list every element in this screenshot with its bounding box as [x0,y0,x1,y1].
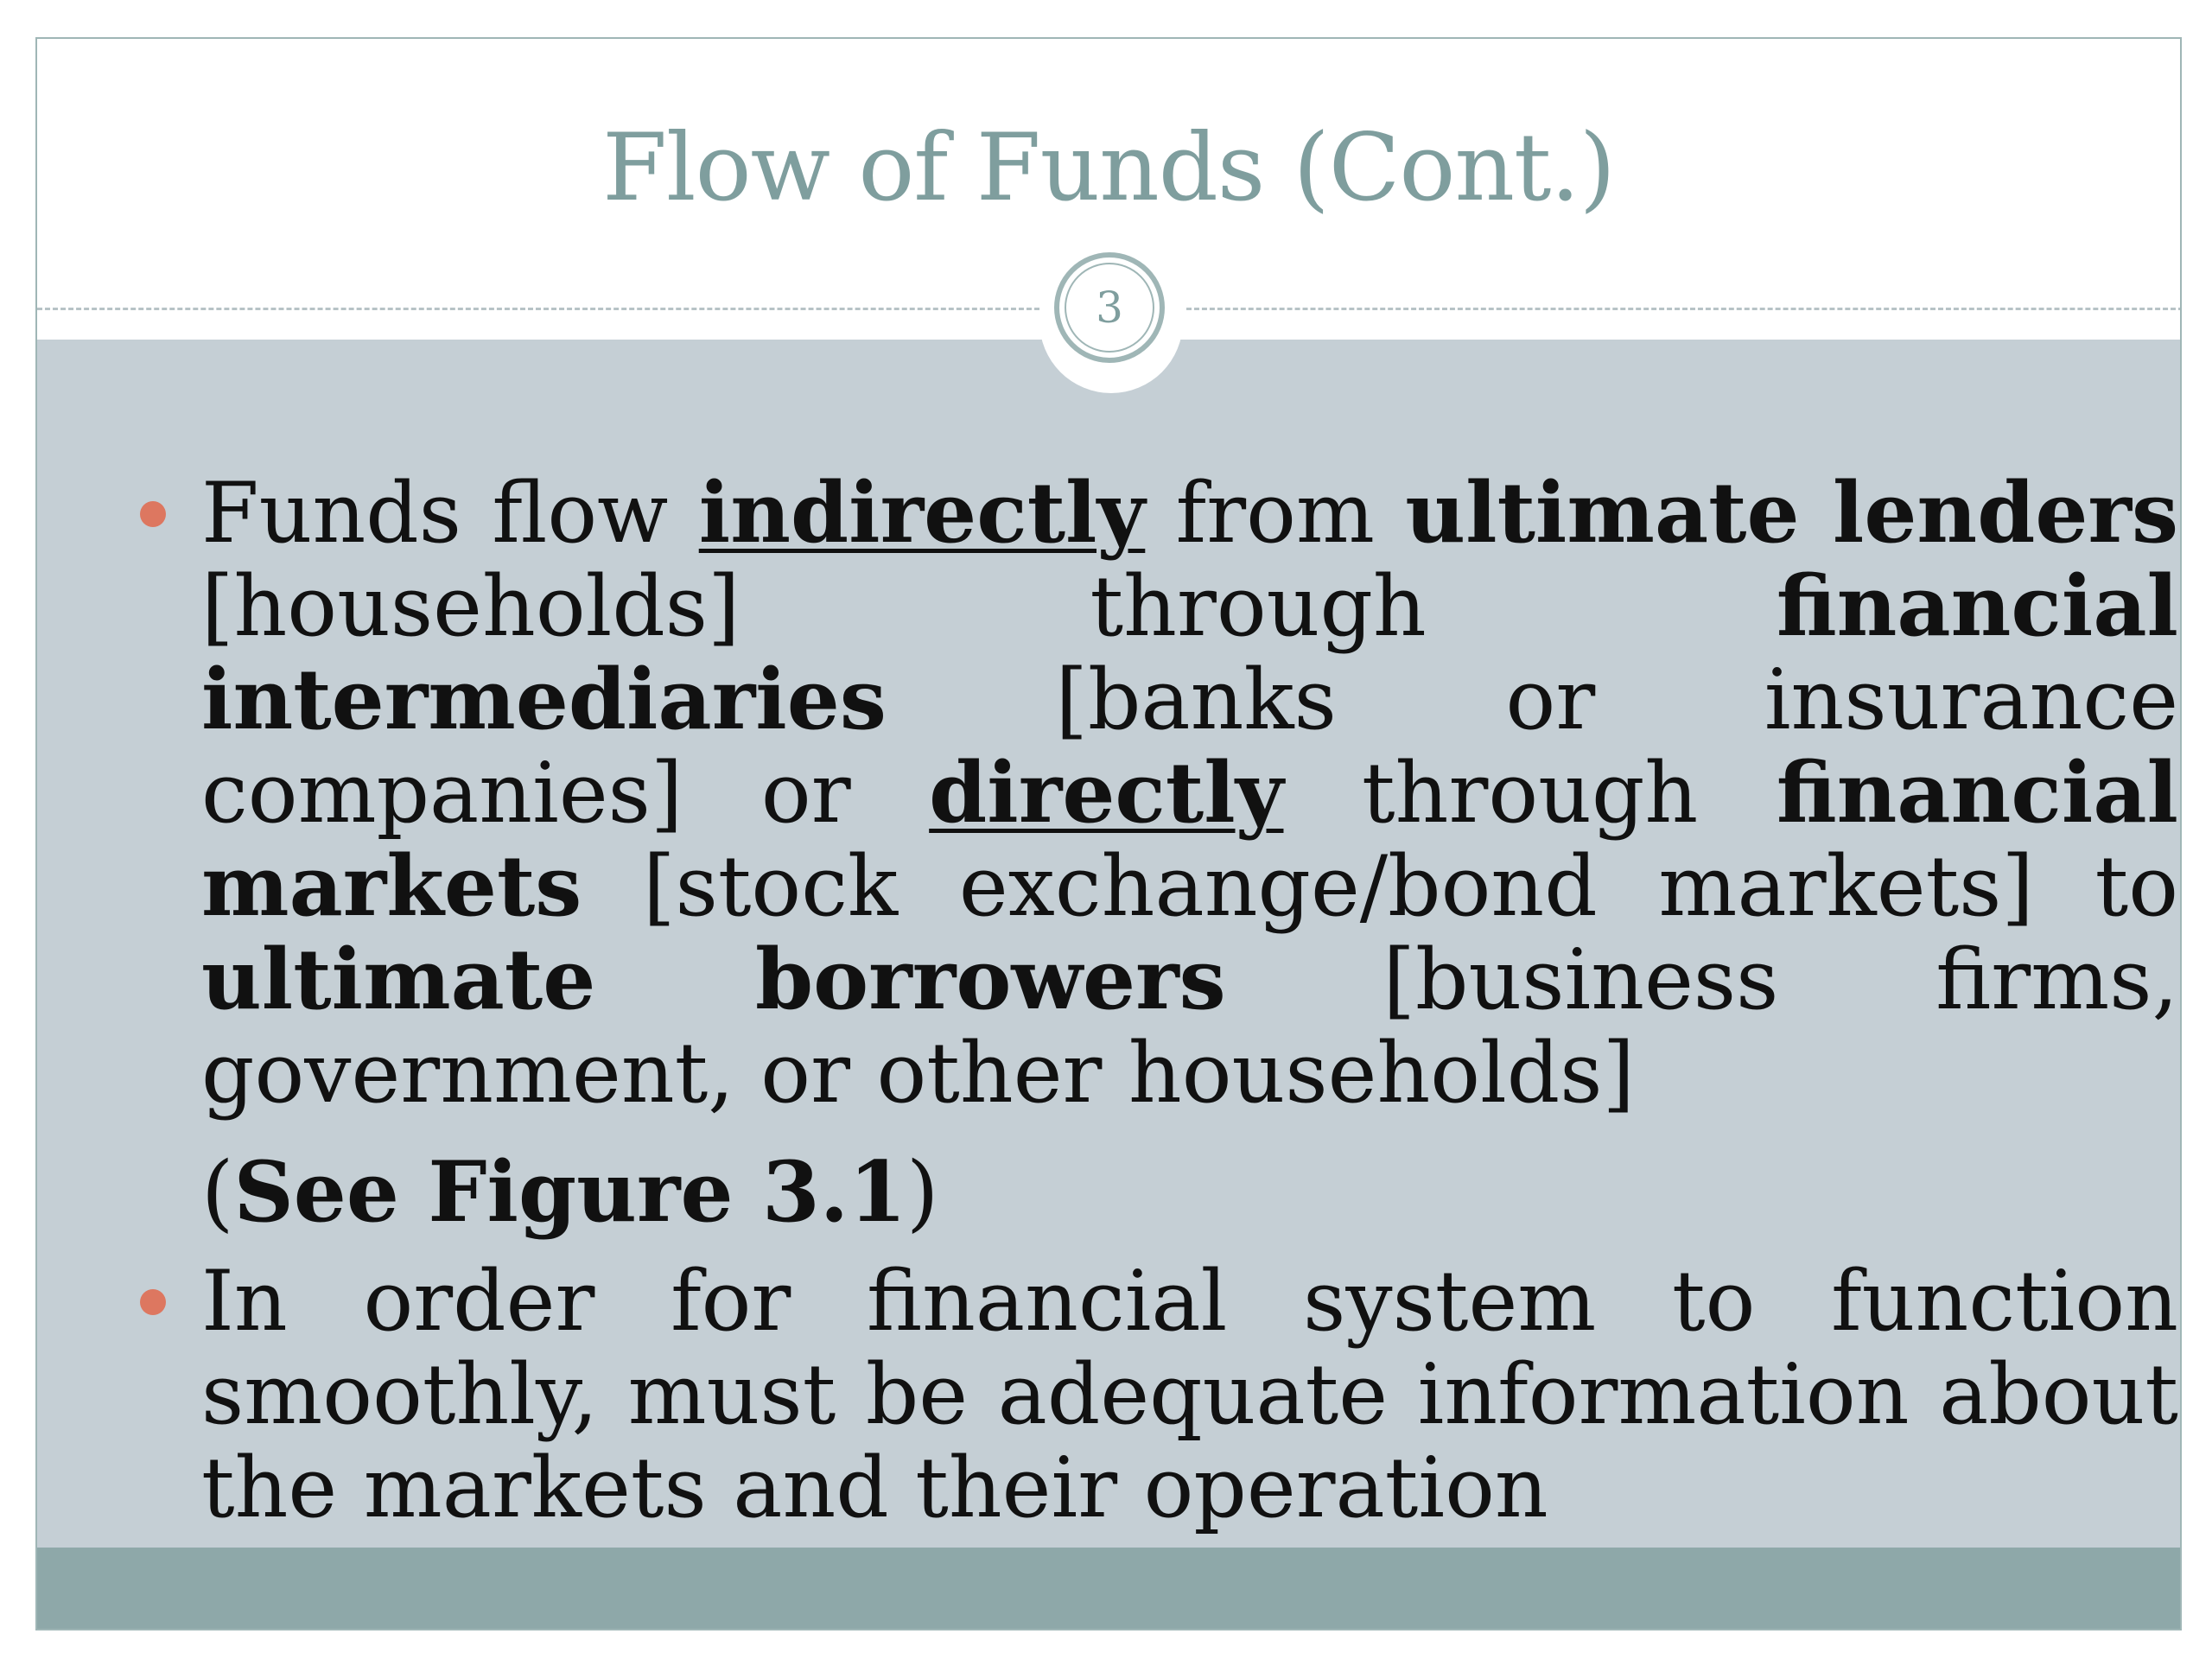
paren-open: ( [201,1144,234,1241]
slide-body [37,340,2180,1548]
text-run: [households] through [201,558,1777,655]
term-financial-markets: financial markets [201,744,2178,935]
see-figure-link-text: See Figure 3.1 [233,1143,906,1241]
badge-ring [1065,263,1154,353]
paren-close: ) [906,1144,939,1241]
text-run: Funds flow [201,465,699,562]
slide-title: Flow of Funds (Cont.) [602,114,1616,222]
text-run: from [1145,465,1406,562]
term-ultimate-lenders: ultimate lenders [1405,464,2179,562]
text-run: [business firms, government, or other ho… [201,931,2179,1122]
term-indirectly: indirectly [698,464,1146,562]
page-number-badge: 3 [1054,252,1165,363]
header-divider-left [37,308,1039,310]
figure-reference: (See Figure 3.1) [201,1143,2178,1241]
bullet-item-information: In order for financial system to functio… [140,1253,2178,1536]
slide-content: Funds flow indirectly from ultimate lend… [140,464,2179,1536]
header-divider-right [1186,308,2180,310]
term-directly: directly [929,744,1284,842]
text-run: [stock exchange/bond markets] to [582,838,2178,935]
footer-bar [37,1548,2180,1629]
slide: Flow of Funds (Cont.) 3 Funds flow indir… [35,37,2182,1630]
term-ultimate-borrowers: ultimate borrowers [201,931,1226,1028]
term-financial-intermediaries: financial intermediaries [201,557,2178,748]
bullet-item-funds-flow: Funds flow indirectly from ultimate lend… [140,464,2179,1122]
text-run: through [1283,745,1777,842]
text-run: [banks or insurance companies] or [201,652,2178,842]
